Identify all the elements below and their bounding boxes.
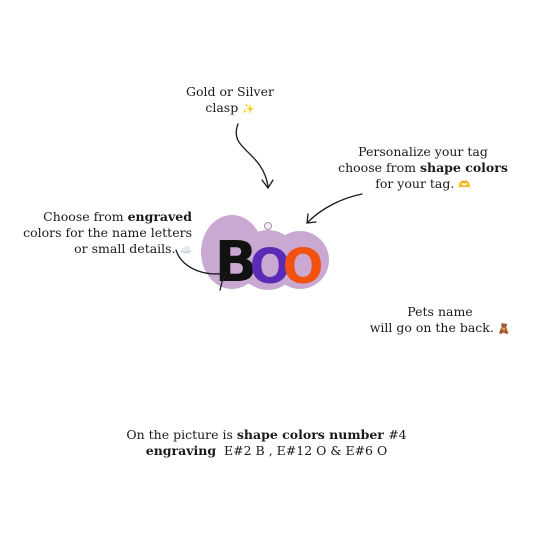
bottom-note-line1-post: #4 [388,427,407,442]
cloud-icon: ☁️ [179,245,192,256]
back-note: Pets name will go on the back. 🧸 [360,304,520,338]
bottom-note-line2-bold: engraving [145,443,217,458]
teddy-bear-icon: 🧸 [497,324,511,335]
shape-colors-arrow [307,193,363,223]
shape-note-line3: for your tag. [375,176,455,191]
heart-hands-icon: 🫶 [458,180,471,191]
clasp-note: Gold or Silver clasp ✨ [170,84,290,118]
clasp-arrow [235,123,269,187]
engraved-note-line1-bold: engraved [127,209,192,224]
shape-note-line2-bold: shape colors [419,160,508,175]
shape-note-line2-pre: choose from [338,160,420,175]
clasp-hole [264,222,272,230]
tag-letter-o-purple: O [250,239,291,295]
shape-colors-note: Personalize your tag choose from shape c… [318,144,528,194]
shape-note-line1: Personalize your tag [358,144,488,159]
bottom-note-line1-bold: shape colors number [236,427,389,442]
bottom-note: On the picture is shape colors number #4… [100,427,433,459]
back-note-line2: will go on the back. [369,320,494,335]
engraved-note-line2: colors for the name letters [23,225,192,240]
tag-shape [201,215,329,290]
bottom-note-line2-post: E#2 B , E#12 O & E#6 O [216,443,388,458]
clasp-note-line2: clasp [205,100,239,115]
shape-colors-arrowhead [306,213,317,224]
engraved-colors-note: Choose from engraved colors for the name… [10,209,192,259]
clasp-arrowhead [261,179,274,190]
back-note-line1: Pets name [407,304,473,319]
engraved-note-line3: or small details. [74,241,176,256]
clasp-note-line1: Gold or Silver [186,84,274,99]
tag-letter-o-orange: O [283,239,324,295]
bottom-note-line1-pre: On the picture is [126,427,237,442]
engraved-arrow [175,249,229,291]
engraved-note-line1-pre: Choose from [43,209,128,224]
sparkles-icon: ✨ [242,104,255,115]
